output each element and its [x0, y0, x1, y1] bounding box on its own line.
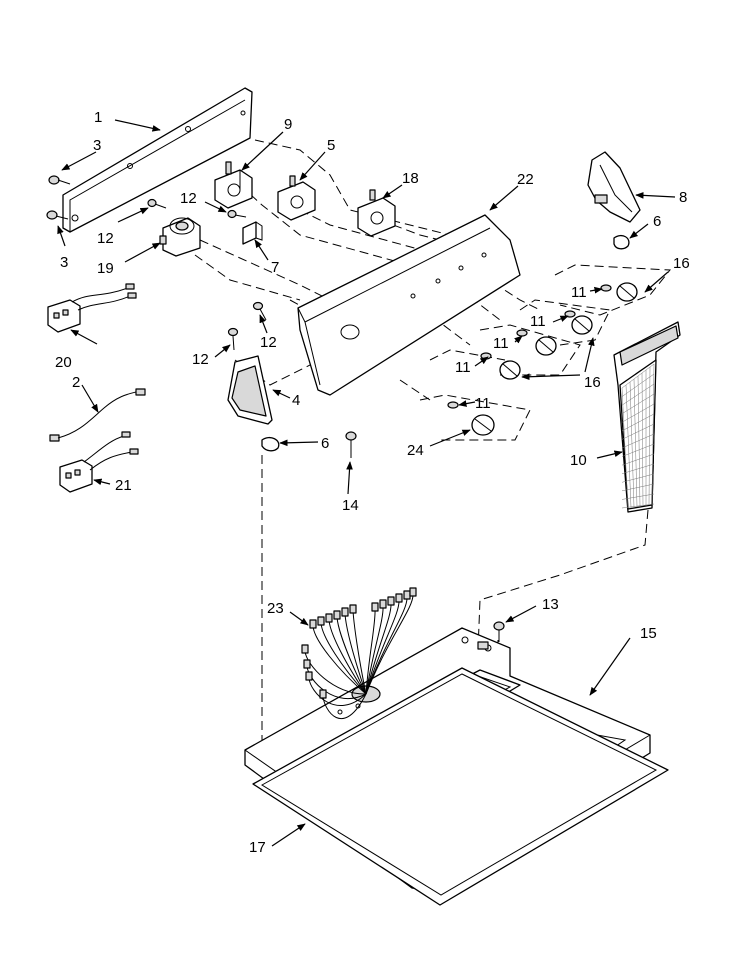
screw-part-14	[345, 431, 357, 458]
knob-part-16-c	[535, 336, 557, 356]
callout-11-a: 11	[571, 284, 587, 301]
end-cap-part-4	[227, 355, 273, 425]
callout-17: 17	[249, 839, 266, 856]
callout-11-c: 11	[493, 335, 509, 352]
callout-6-right: 6	[653, 213, 661, 230]
callout-10: 10	[570, 452, 587, 469]
callout-9: 9	[284, 116, 292, 133]
switch-part-5	[277, 175, 316, 221]
clip-part-6-right	[613, 234, 630, 250]
callout-21: 21	[115, 477, 132, 494]
leader-arrows	[57, 119, 676, 847]
callout-7: 7	[271, 259, 279, 276]
knob-part-24	[471, 414, 495, 436]
clip-part-6-left	[261, 436, 280, 452]
callout-12-b: 12	[180, 190, 197, 207]
clip-part-7	[242, 221, 263, 245]
callout-11-b: 11	[530, 313, 546, 330]
knob-part-16-b	[571, 315, 593, 335]
callout-18: 18	[402, 170, 419, 187]
screw-part-12-b	[227, 209, 247, 219]
callout-12-c: 12	[192, 351, 209, 368]
screw-part-3-upper	[48, 175, 71, 185]
callout-11-e: 11	[475, 395, 491, 412]
callout-16-lower: 16	[584, 374, 601, 391]
callout-6-left: 6	[321, 435, 329, 452]
switch-part-18	[357, 189, 396, 237]
screw-part-12-d	[252, 301, 267, 321]
knob-part-16-d	[499, 360, 521, 380]
callout-15: 15	[640, 625, 657, 642]
callout-24: 24	[407, 442, 424, 459]
callout-1: 1	[94, 109, 102, 126]
screw-part-13	[493, 621, 505, 642]
lint-screen-part-10	[613, 321, 681, 513]
switch-part-9	[214, 161, 253, 209]
callout-14: 14	[342, 497, 359, 514]
knob-part-16-a	[616, 282, 638, 302]
callout-13: 13	[542, 596, 559, 613]
hinge-bracket-part-8	[587, 151, 641, 223]
wire-harness-part-21	[59, 431, 139, 493]
callout-11-d: 11	[455, 359, 471, 376]
wire-harness-part-23	[301, 587, 417, 719]
callout-3-upper: 3	[93, 137, 101, 154]
callout-3-lower: 3	[60, 254, 68, 271]
callout-20: 20	[55, 354, 72, 371]
gasket-part-17	[252, 667, 669, 906]
wire-harness-part-20	[47, 283, 137, 333]
callout-8: 8	[679, 189, 687, 206]
callout-22: 22	[517, 171, 534, 188]
callout-23: 23	[267, 600, 284, 617]
callout-16-upper: 16	[673, 255, 690, 272]
wire-part-2	[49, 388, 146, 442]
screw-part-12-c	[227, 327, 239, 351]
timer-part-19	[159, 217, 201, 257]
callout-labels: 1 3 3 12 19 9 5 18 12 7 22 8 6 16 16 11 …	[55, 109, 690, 856]
callout-19: 19	[97, 260, 114, 277]
callout-2: 2	[72, 374, 80, 391]
callout-12-a: 12	[97, 230, 114, 247]
callout-4: 4	[292, 392, 300, 409]
screw-part-12-a	[147, 198, 167, 209]
callout-5: 5	[327, 137, 335, 154]
console-part-22	[297, 214, 521, 396]
screw-part-3-lower	[46, 210, 69, 220]
callout-12-d: 12	[260, 334, 277, 351]
